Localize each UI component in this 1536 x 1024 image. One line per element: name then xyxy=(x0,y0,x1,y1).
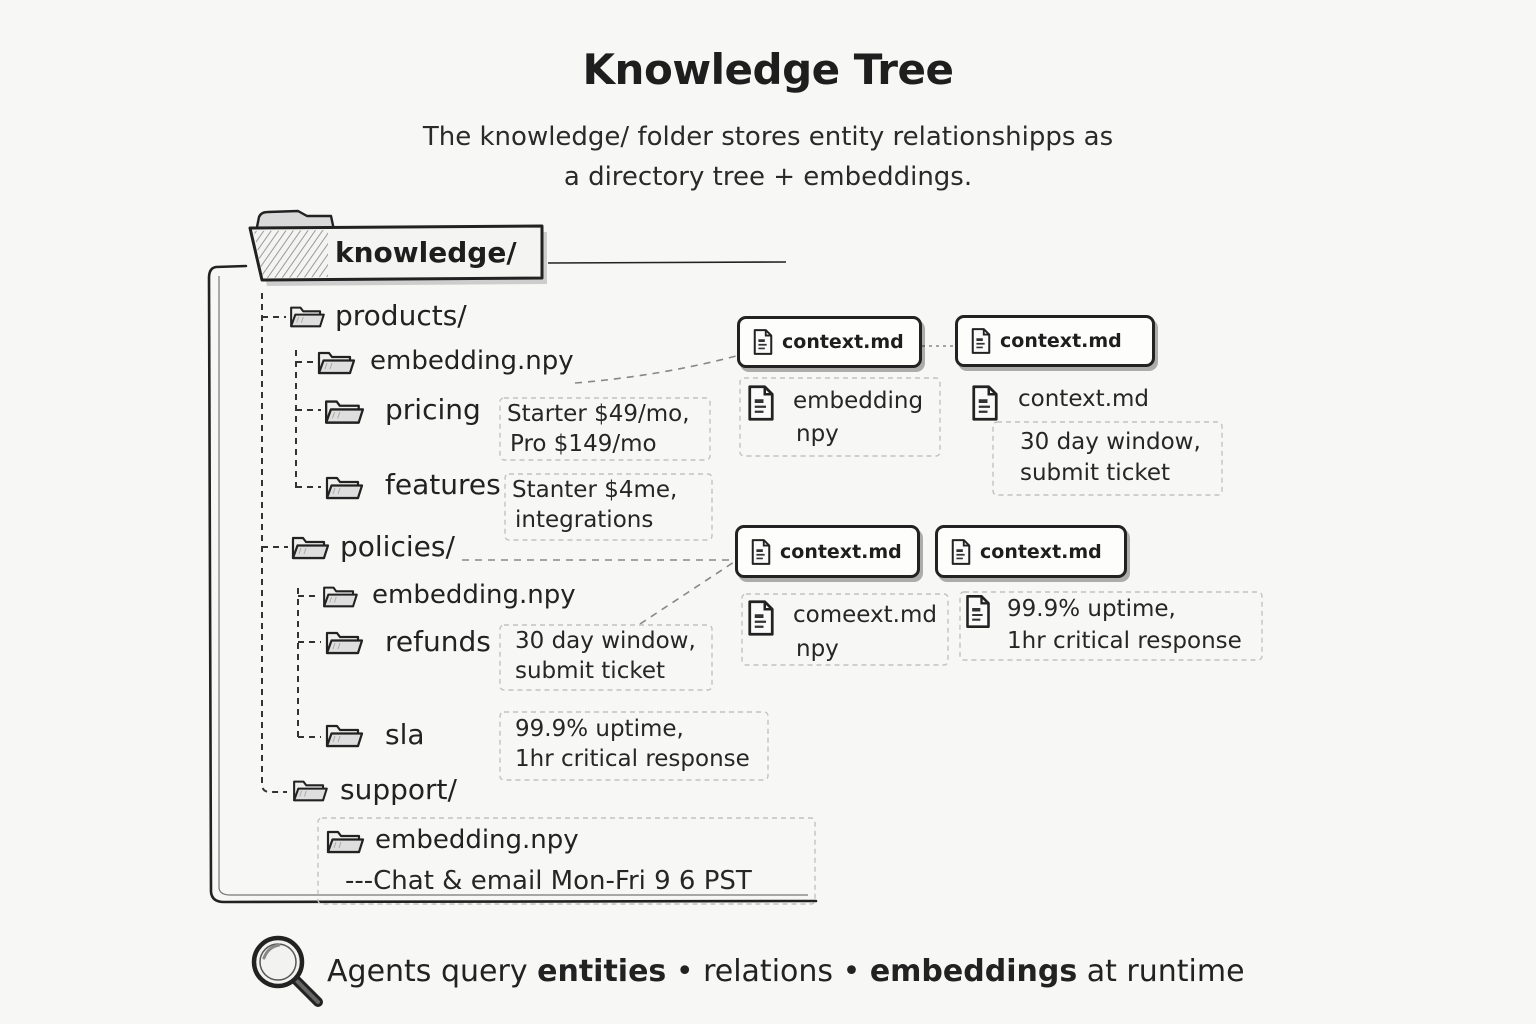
card-label: context.md xyxy=(980,540,1102,563)
knowledge-frame-top xyxy=(547,261,787,264)
card-note-line-2: submit ticket xyxy=(1020,460,1171,486)
context-card: context.md xyxy=(737,316,922,368)
note-box-support xyxy=(317,817,816,905)
refunds-note-line-2: submit ticket xyxy=(515,658,666,684)
footer-separator: • xyxy=(675,954,694,989)
file-icon xyxy=(950,538,972,566)
note-box-refunds xyxy=(499,624,713,691)
footer-caption: Agents query entities • relations • embe… xyxy=(327,954,1245,990)
note-box-card4-detail xyxy=(959,591,1263,661)
connector-refunds-to-card xyxy=(639,561,735,625)
root-tab-hatch xyxy=(254,230,328,278)
note-box-features xyxy=(504,473,713,541)
subtitle-line-1: The knowledge/ folder stores entity rela… xyxy=(422,122,1114,152)
refunds-note-line-1: 30 day window, xyxy=(515,628,696,654)
note-box-sla xyxy=(499,711,769,781)
footer-text: Agents query xyxy=(327,954,528,989)
card-detail-line-1: embedding xyxy=(793,388,924,414)
note-boxes xyxy=(317,377,1263,905)
file-icon xyxy=(964,593,992,630)
features-note-line-1: Stanter $4me, xyxy=(512,477,678,503)
tree-folder-support: support/ xyxy=(340,773,457,806)
footer-separator: • xyxy=(842,954,861,989)
card-note-line-1: 30 day window, xyxy=(1020,429,1201,455)
file-icon xyxy=(746,383,776,423)
note-box-pricing xyxy=(499,397,711,461)
subtitle-line-2: a directory tree + embeddings. xyxy=(563,162,973,192)
footer-keyword-entities: entities xyxy=(537,954,667,989)
note-box-card2-note xyxy=(992,421,1223,496)
context-card: context.md xyxy=(935,525,1127,578)
file-icon xyxy=(750,538,772,566)
page-title: Knowledge Tree xyxy=(582,45,954,94)
card-detail-line-1: 99.9% uptime, xyxy=(1007,596,1176,622)
card-detail-line-2: 1hr critical response xyxy=(1007,628,1242,654)
pricing-note-line-1: Starter $49/mo, xyxy=(507,401,690,427)
card-detail-line-1: comeext.md xyxy=(793,602,937,628)
tree-folder-policies: policies/ xyxy=(340,530,455,563)
tree-file-policies-embedding: embedding.npy xyxy=(372,580,576,610)
tree-file-products-embedding: embedding.npy xyxy=(370,346,574,376)
features-note-line-2: integrations xyxy=(515,507,654,533)
support-note: ---Chat & email Mon-Fri 9 6 PST xyxy=(345,866,752,896)
folder-icon xyxy=(323,627,365,657)
knowledge-frame-inner xyxy=(218,276,808,896)
folder-icon xyxy=(290,532,330,562)
card-label: context.md xyxy=(780,540,902,563)
connector-products-to-card xyxy=(574,355,737,384)
folder-icon xyxy=(288,302,326,330)
context-card: context.md xyxy=(735,525,920,578)
folder-icon xyxy=(290,776,330,804)
card-connectors xyxy=(462,345,953,625)
folder-icon xyxy=(320,582,360,610)
file-icon xyxy=(746,598,776,638)
folder-icon xyxy=(323,472,365,502)
context-card: context.md xyxy=(955,315,1155,367)
pricing-note-line-2: Pro $149/mo xyxy=(510,431,657,457)
footer-keyword-relations: relations xyxy=(703,954,834,989)
card-label: context.md xyxy=(1000,330,1122,352)
footer-keyword-embeddings: embeddings xyxy=(869,954,1078,989)
tree-folder-products: products/ xyxy=(335,299,467,332)
tree-folder-sla: sla xyxy=(385,718,425,751)
knowledge-frame xyxy=(207,264,818,904)
file-icon xyxy=(970,327,992,355)
note-box-card3-detail xyxy=(741,593,949,666)
folder-icon xyxy=(316,347,356,377)
magnifying-glass-icon xyxy=(251,935,323,1007)
tree-folder-refunds: refunds xyxy=(385,625,491,658)
file-icon xyxy=(970,383,1000,423)
card-detail-line-1: context.md xyxy=(1018,386,1150,412)
card-detail-line-2: npy xyxy=(796,421,839,447)
file-icon xyxy=(752,328,774,356)
tree-connectors xyxy=(261,293,321,793)
sla-note-line-1: 99.9% uptime, xyxy=(515,716,684,742)
note-box-card1-detail xyxy=(739,377,941,457)
tree-file-support-embedding: embedding.npy xyxy=(375,825,579,855)
footer-text: at runtime xyxy=(1086,954,1245,989)
tree-folder-features: features xyxy=(385,468,501,501)
folder-icon xyxy=(325,826,365,856)
root-folder-label: knowledge/ xyxy=(335,236,517,269)
folder-icon xyxy=(323,395,365,427)
tree-folder-pricing: pricing xyxy=(385,393,481,426)
sla-note-line-2: 1hr critical response xyxy=(515,746,750,772)
folder-icon xyxy=(323,720,365,750)
tree-connector-main xyxy=(261,293,287,793)
card-label: context.md xyxy=(782,331,904,353)
card-detail-line-2: npy xyxy=(796,636,839,662)
